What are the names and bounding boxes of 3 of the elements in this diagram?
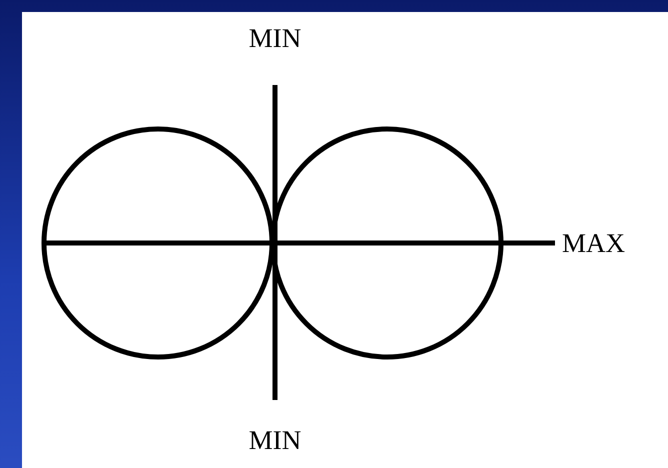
axis-label: MIN [248, 24, 302, 52]
axis-label: MAX [562, 230, 626, 256]
axis-label: MIN [248, 426, 302, 454]
